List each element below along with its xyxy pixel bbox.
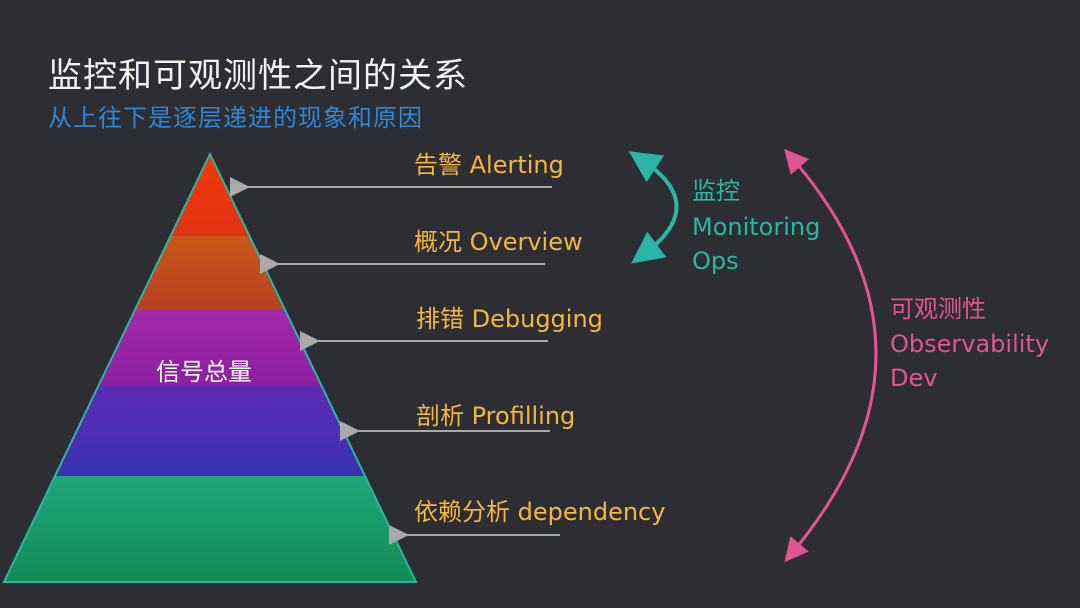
observability-range-arrow [784, 148, 878, 563]
observability-label-en: Observability [890, 330, 1050, 358]
pyramid-outline [2, 151, 418, 583]
pyramid-band-dependency [4, 476, 416, 582]
pyramid-label: 信号总量 [156, 358, 252, 386]
page-title: 监控和可观测性之间的关系 [48, 56, 468, 96]
monitoring-label-cn: 监控 [692, 177, 740, 205]
level-label-alerting: 告警 Alerting [414, 151, 564, 179]
pyramid-band-alerting [4, 154, 416, 236]
level-label-debugging: 排错 Debugging [416, 305, 603, 333]
observability-label-dev: Dev [890, 364, 938, 392]
monitoring-label-ops: Ops [692, 247, 739, 275]
level-label-overview: 概况 Overview [414, 228, 583, 256]
page-subtitle: 从上往下是逐层递进的现象和原因 [48, 104, 423, 132]
pyramid-band-overview [4, 236, 416, 310]
level-label-profiling: 剖析 Profilling [416, 402, 576, 430]
observability-label-cn: 可观测性 [890, 295, 986, 323]
monitoring-label-en: Monitoring [692, 213, 821, 241]
monitoring-range-arrow [628, 151, 679, 264]
level-label-dependency: 依赖分析 dependency [414, 498, 666, 526]
